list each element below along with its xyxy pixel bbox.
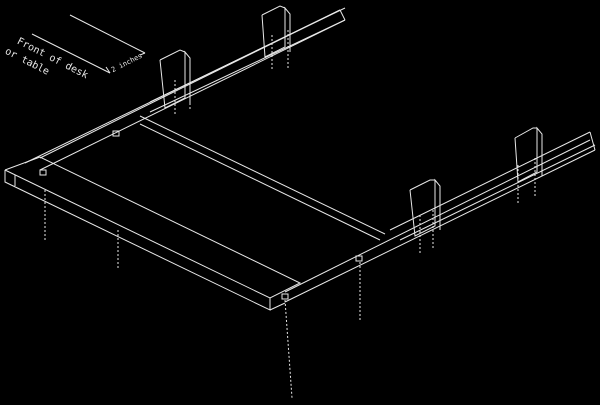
mounting-brackets <box>159 5 543 237</box>
screws <box>44 30 536 399</box>
cross-bar <box>139 115 386 241</box>
dimension-lines <box>31 14 146 74</box>
clips <box>39 130 363 300</box>
